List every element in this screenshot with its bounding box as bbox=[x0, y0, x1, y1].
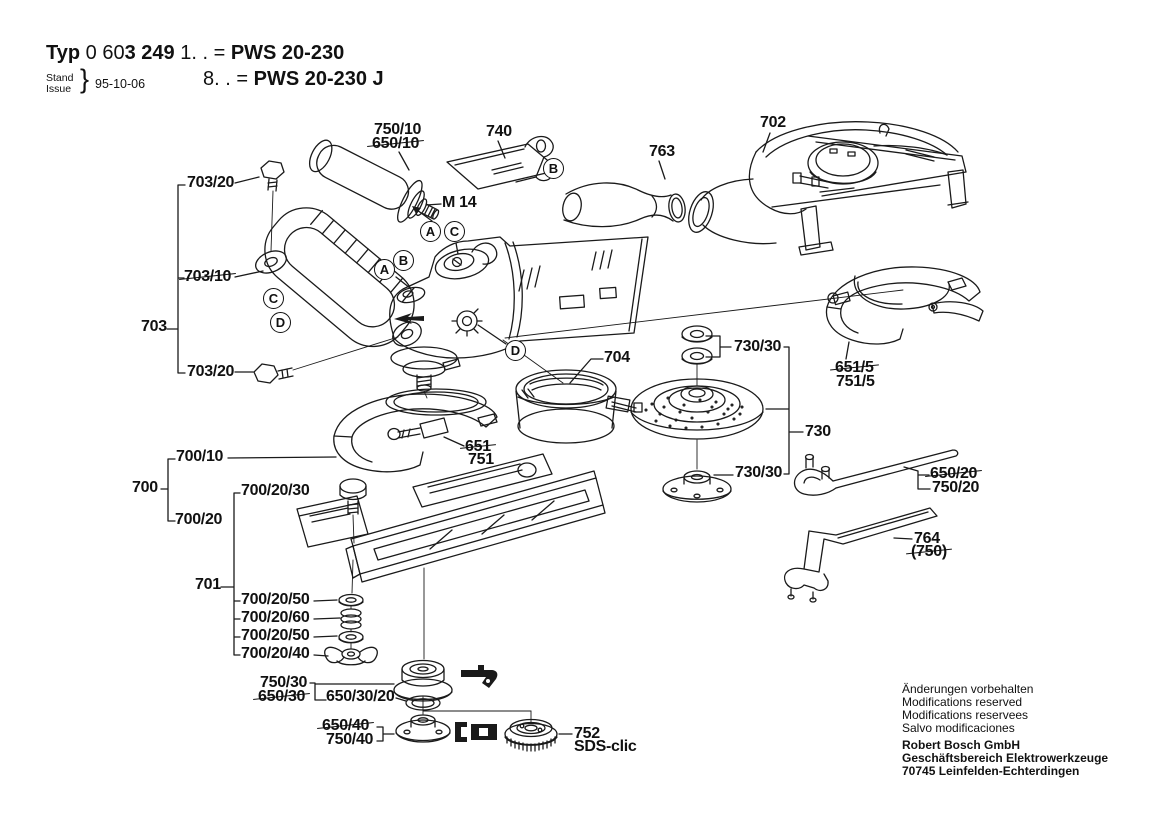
callout-a: A bbox=[374, 259, 395, 280]
equals-1: = bbox=[213, 42, 226, 64]
part-label: 750/40 bbox=[326, 731, 374, 748]
part-label: (750) bbox=[911, 543, 947, 560]
part-label: 700/20/50 bbox=[241, 627, 310, 644]
stack-701-parts bbox=[324, 593, 378, 666]
part-label: 700/20 bbox=[175, 511, 223, 528]
bow-handle-703 bbox=[253, 160, 422, 384]
part-label: 700/20/60 bbox=[241, 609, 310, 626]
footer-note: Modifications reservees bbox=[902, 708, 1029, 722]
model-2: PWS 20-230 J bbox=[253, 68, 384, 90]
part-label: 751/5 bbox=[836, 373, 875, 390]
wheel-guard-751-5 bbox=[825, 266, 984, 345]
variant-1: 1. . bbox=[180, 42, 208, 64]
variant-2: 8. . bbox=[203, 68, 231, 90]
part-label: 700/10 bbox=[176, 448, 224, 465]
flange-750-30 bbox=[393, 567, 453, 702]
wrench-icon bbox=[461, 665, 498, 688]
clamping-nut-750-40 bbox=[395, 696, 532, 743]
extraction-hood-702 bbox=[688, 121, 969, 256]
callout-c: C bbox=[444, 221, 465, 242]
part-label: 750/30 bbox=[260, 674, 308, 691]
stand-label: Stand bbox=[46, 72, 74, 84]
part-label: 703/20 bbox=[187, 363, 235, 380]
part-label: 750/20 bbox=[932, 479, 980, 496]
callout-a: A bbox=[420, 221, 441, 242]
guide-rail-assembly-700-20 bbox=[296, 453, 606, 583]
company-name: Robert Bosch GmbH bbox=[902, 738, 1021, 752]
grinder-body bbox=[389, 236, 649, 399]
part-label: 763 bbox=[649, 143, 675, 160]
part-label: 650/10 bbox=[372, 135, 420, 152]
footer-note: Modifications reserved bbox=[902, 695, 1023, 709]
grinding-disc-730 bbox=[630, 378, 764, 470]
part-label: 651 bbox=[465, 438, 491, 455]
type-number-bold: 3 249 bbox=[124, 42, 175, 64]
type-title-line1: Typ 0 603 249 1. . = PWS 20-230 bbox=[46, 42, 344, 65]
open-wrench-icon bbox=[455, 722, 497, 742]
part-label: 700 bbox=[132, 479, 158, 496]
part-label: M 14 bbox=[442, 194, 477, 211]
part-label: 740 bbox=[486, 123, 512, 140]
pin-wrench-750-20 bbox=[793, 449, 959, 496]
part-label: 650/30 bbox=[258, 688, 306, 705]
part-label: 703/10 bbox=[184, 268, 232, 285]
footer-note: Salvo modificaciones bbox=[902, 721, 1015, 735]
part-label: 752 bbox=[574, 725, 600, 742]
type-number-light: 0 60 bbox=[85, 42, 125, 64]
wheel-guard-700-10 bbox=[333, 388, 498, 473]
part-label: 730 bbox=[805, 423, 831, 440]
part-label: 730/30 bbox=[735, 464, 783, 481]
side-handle-750-10 bbox=[308, 139, 440, 223]
callout-d: D bbox=[270, 312, 291, 333]
equals-2: = bbox=[236, 68, 249, 90]
part-label: 700/20/40 bbox=[241, 645, 310, 662]
sds-clic-nut-752 bbox=[504, 718, 558, 752]
callout-d: D bbox=[505, 340, 526, 361]
washers-730-30 bbox=[681, 325, 713, 386]
part-label: 730/30 bbox=[734, 338, 782, 355]
model-1: PWS 20-230 bbox=[230, 42, 345, 64]
part-label: 703 bbox=[141, 318, 167, 335]
part-label: SDS-clic bbox=[574, 738, 637, 755]
callout-b: B bbox=[543, 158, 564, 179]
type-title-line2: 8. . = PWS 20-230 J bbox=[203, 68, 384, 91]
part-label: 701 bbox=[195, 576, 221, 593]
brace-glyph: } bbox=[80, 64, 90, 94]
company-division: Geschäftsbereich Elektrowerkzeuge bbox=[902, 751, 1109, 765]
part-label: 650/20 bbox=[930, 465, 978, 482]
screw-700-20-30 bbox=[339, 478, 367, 594]
hose-763 bbox=[562, 182, 686, 228]
part-label: 651/5 bbox=[835, 359, 874, 376]
part-label: 704 bbox=[604, 349, 630, 366]
issue-label: Issue bbox=[46, 83, 72, 95]
collar-704 bbox=[515, 369, 643, 444]
issue-date: 95-10-06 bbox=[95, 77, 146, 91]
part-label: 750/10 bbox=[374, 121, 422, 138]
callout-b: B bbox=[393, 250, 414, 271]
guard-plate-740 bbox=[446, 135, 560, 190]
part-label: 700/20/50 bbox=[241, 591, 310, 608]
part-label: 751 bbox=[468, 451, 494, 468]
footer-note: Änderungen vorbehalten bbox=[902, 682, 1034, 696]
company-address: 70745 Leinfelden-Echterdingen bbox=[902, 764, 1080, 778]
part-label: 702 bbox=[760, 114, 786, 131]
callout-c: C bbox=[263, 288, 284, 309]
part-label: 700/20/30 bbox=[241, 482, 310, 499]
part-label: 650/30/20 bbox=[326, 688, 395, 705]
part-label: 703/20 bbox=[187, 174, 235, 191]
flange-730-30 bbox=[662, 470, 732, 503]
part-label: 650/40 bbox=[322, 717, 370, 734]
typ-label: Typ bbox=[46, 42, 81, 64]
bent-wrench-764 bbox=[784, 507, 938, 603]
